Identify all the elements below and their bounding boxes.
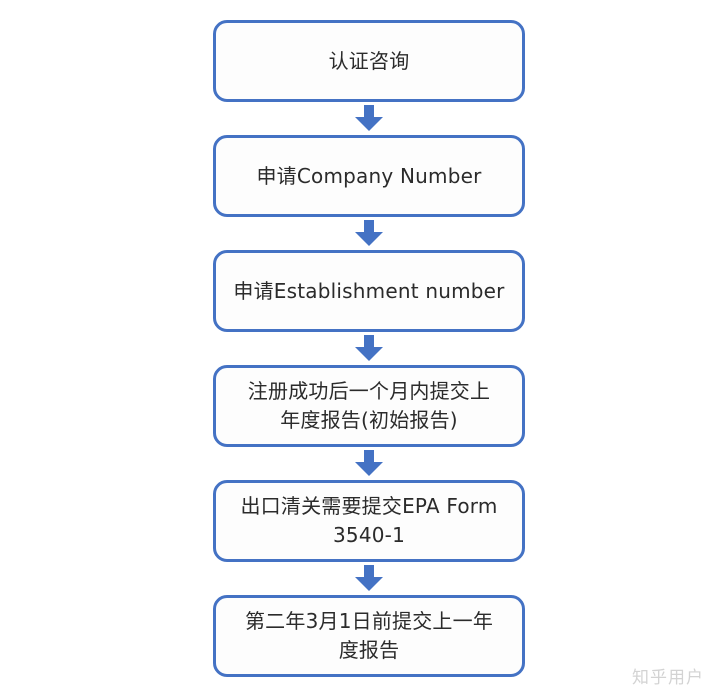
flow-connector-2	[213, 217, 525, 250]
arrow-down-icon	[355, 105, 383, 131]
watermark: 知乎用户	[632, 668, 704, 688]
arrow-down-icon	[355, 450, 383, 476]
arrow-down-icon	[355, 335, 383, 361]
flow-node-label: 出口清关需要提交EPA Form 3540-1	[240, 494, 498, 547]
flow-connector-1	[213, 102, 525, 135]
flow-node-step-1: 认证咨询	[213, 20, 525, 102]
flow-connector-4	[213, 447, 525, 480]
flow-node-label: 申请Company Number	[256, 163, 482, 188]
flowchart-node-column: 认证咨询 申请Company Number 申请Establishment nu…	[213, 20, 525, 677]
arrow-down-icon	[355, 220, 383, 246]
arrow-down-icon	[355, 565, 383, 591]
flow-node-step-2: 申请Company Number	[213, 135, 525, 217]
flow-node-step-6: 第二年3月1日前提交上一年 度报告	[213, 595, 525, 677]
flow-node-step-3: 申请Establishment number	[213, 250, 525, 332]
flow-node-label: 认证咨询	[328, 48, 410, 73]
flow-node-label: 注册成功后一个月内提交上 年度报告(初始报告)	[247, 379, 491, 432]
flow-node-label: 申请Establishment number	[233, 278, 505, 303]
flow-node-step-5: 出口清关需要提交EPA Form 3540-1	[213, 480, 525, 562]
flow-node-label: 第二年3月1日前提交上一年 度报告	[244, 609, 494, 662]
flow-node-step-4: 注册成功后一个月内提交上 年度报告(初始报告)	[213, 365, 525, 447]
flow-connector-5	[213, 562, 525, 595]
flow-connector-3	[213, 332, 525, 365]
